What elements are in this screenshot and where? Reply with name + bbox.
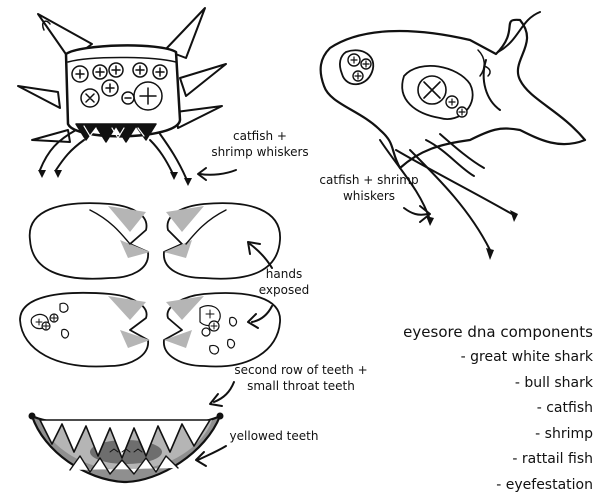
arrow-whiskers-right (403, 207, 429, 216)
dna-title: eyesore dna components (403, 323, 593, 341)
hands-closed (28, 202, 281, 280)
annotation-arrows (195, 167, 431, 467)
note-teeth-rows: second row of teeth + small throat teeth (226, 362, 376, 394)
note-line: whiskers (342, 189, 396, 203)
note-line: exposed (258, 283, 310, 297)
note-line: second row of teeth + (234, 363, 368, 377)
note-line: hands (265, 267, 303, 281)
creature-front-view (17, 7, 227, 179)
jaw-teeth (28, 412, 224, 484)
creature-side-view (319, 11, 587, 251)
arrow-hands-down (251, 305, 273, 323)
dna-item: - catfish (536, 400, 593, 416)
dna-item: - great white shark (460, 349, 593, 365)
arrow-whiskers-left (199, 169, 237, 176)
note-line: small throat teeth (247, 379, 355, 393)
note-whiskers-left: catfish + shrimp whiskers (204, 128, 316, 160)
arrow-teeth-rows (213, 381, 235, 403)
note-line: catfish + shrimp (319, 173, 419, 187)
dna-item: - shrimp (535, 425, 593, 442)
note-line: catfish + (233, 129, 287, 143)
arrow-yellowed (197, 445, 227, 461)
whisker-tips-front (38, 170, 192, 186)
whisker-tips-side (426, 210, 518, 260)
dna-components-list: eyesore dna components - great white sha… (403, 320, 593, 498)
hands-exposed (19, 291, 281, 368)
note-line: shrimp whiskers (211, 145, 309, 159)
arrow-hands-up (249, 243, 273, 269)
dna-item: - eyefestation (496, 476, 593, 493)
dna-item: - rattail fish (512, 451, 593, 467)
dna-item: - bull shark (514, 374, 593, 391)
note-yellowed: yellowed teeth (229, 429, 319, 443)
note-whiskers-right: catfish + shrimp whiskers (306, 172, 432, 204)
note-hands: hands exposed (252, 266, 316, 298)
